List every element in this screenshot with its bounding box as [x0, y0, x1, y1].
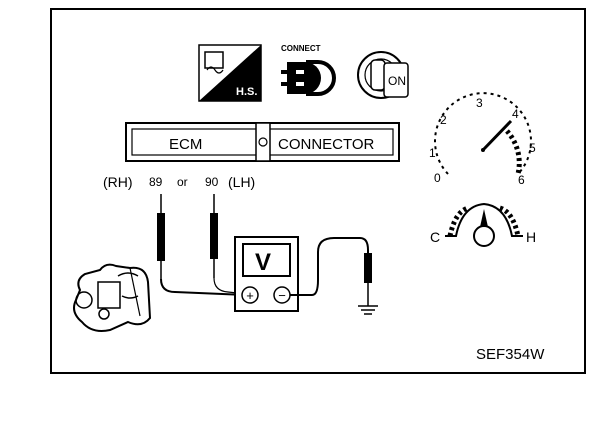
engine-icon: [73, 263, 152, 332]
key-on-label: ON: [388, 74, 406, 88]
plus-label: +: [246, 288, 254, 303]
tach-tick-2: 2: [440, 113, 447, 127]
terminal-89: 89: [149, 175, 163, 189]
terminal-90: 90: [205, 175, 219, 189]
tachometer: 0 1 2 3 4 5 6: [429, 92, 536, 187]
ignition-key-on-icon: ON: [357, 51, 409, 99]
hot-label: H: [526, 229, 536, 245]
figure-frame: [50, 8, 586, 374]
tach-tick-4: 4: [512, 107, 519, 121]
temperature-gauge: C H: [430, 202, 536, 247]
tach-tick-3: 3: [476, 96, 483, 110]
hot-soak-label: H.S.: [236, 86, 257, 98]
probe-lead-90: [210, 194, 247, 295]
voltmeter: V + −: [234, 236, 299, 312]
minus-label: −: [278, 288, 286, 303]
or-label: or: [177, 175, 188, 189]
lh-label: (LH): [228, 174, 255, 190]
voltmeter-label: V: [255, 249, 271, 276]
plus-terminal: [241, 286, 259, 304]
ground-lead: [290, 237, 378, 315]
tachometer-needle: [481, 119, 513, 152]
ecm-connector: ECM CONNECTOR: [125, 122, 400, 162]
cold-label: C: [430, 229, 440, 245]
tach-tick-1: 1: [429, 146, 436, 160]
ecm-label: ECM: [169, 136, 202, 153]
tach-tick-6: 6: [518, 173, 525, 187]
connect-icon: CONNECT: [281, 44, 336, 96]
connect-label: CONNECT: [281, 44, 321, 53]
probe-lead-89: [157, 194, 247, 296]
figure-id: SEF354W: [476, 346, 545, 363]
rh-label: (RH): [103, 174, 133, 190]
tach-tick-5: 5: [529, 141, 536, 155]
tach-tick-0: 0: [434, 171, 441, 185]
temperature-needle: [480, 209, 488, 227]
terminal-labels: (RH) 89 or 90 (LH): [103, 174, 255, 190]
connector-label: CONNECTOR: [278, 136, 375, 153]
hot-soak-icon: H.S.: [198, 44, 262, 102]
